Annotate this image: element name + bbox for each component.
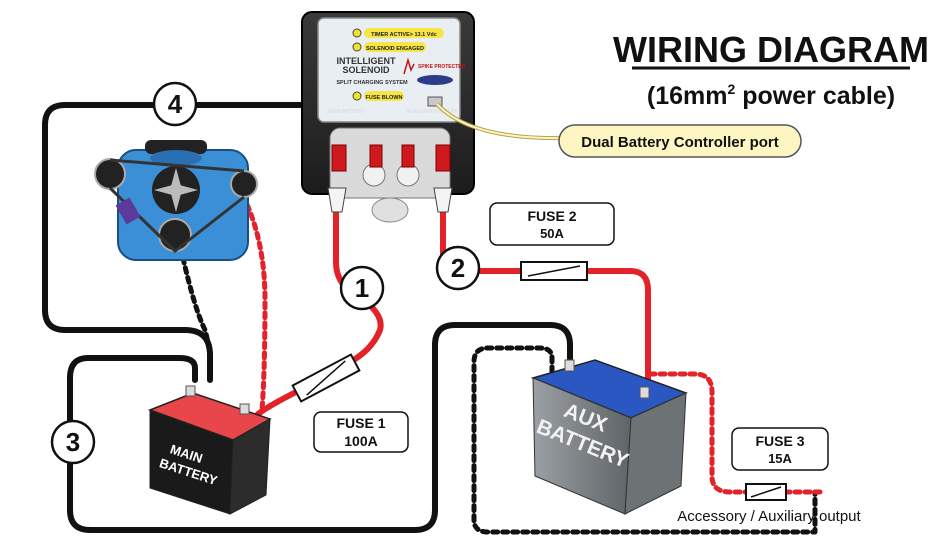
main-battery: MAIN BATTERY: [147, 385, 272, 515]
aux-battery-post-negative: [564, 359, 575, 372]
led-fuse-blown: FUSE BLOWN: [352, 91, 404, 101]
terminal-boot-right: [435, 144, 451, 172]
fuse-2-label: FUSE 2 50A: [489, 202, 615, 246]
lug-right: [433, 187, 453, 213]
engine-intake: [150, 150, 202, 166]
port-callout: Dual Battery Controller port: [435, 102, 802, 158]
battery-controller: TIMER ACTIVE> 13.1 Vdc SOLENOID ENGAGED …: [301, 11, 475, 223]
air-filter: [145, 140, 207, 154]
callout-1: 1: [339, 265, 385, 311]
callout-4: 4: [152, 81, 198, 127]
callout-3: 3: [50, 419, 96, 465]
aux-ground-cable: [471, 345, 818, 535]
negative-cables: [42, 102, 818, 535]
svg-text:SOLENOID ENGAGED: SOLENOID ENGAGED: [366, 46, 424, 52]
led-timer: TIMER ACTIVE> 13.1 Vdc: [352, 28, 444, 38]
engine-ground-cable: [180, 255, 213, 383]
fuse-1-name: FUSE 1: [336, 415, 385, 431]
solenoid-bulb: [371, 197, 409, 223]
port-socket: [427, 96, 443, 107]
system-label: SPLIT CHARGING SYSTEM: [336, 80, 408, 86]
fuse-3-label: FUSE 3 15A: [731, 427, 829, 471]
fuse-1-body: [291, 353, 361, 403]
svg-text:FUSE BLOWN: FUSE BLOWN: [366, 95, 403, 101]
left-pulley: [94, 158, 126, 190]
engine: [94, 140, 258, 261]
cable-3: [67, 322, 573, 533]
alternator-cable: [240, 193, 268, 413]
fuse-3-rating: 15A: [768, 451, 792, 466]
callout-2: 2: [435, 245, 481, 291]
aux-battery-post-positive: [639, 386, 650, 399]
terminal-boot-left: [331, 144, 347, 172]
port-callout-label: Dual Battery Controller port: [581, 134, 779, 151]
terminal-boot-mid-left: [369, 144, 383, 168]
brand-line-1: INTELLIGENT: [337, 56, 396, 66]
fuse-1-label: FUSE 1 100A: [313, 411, 409, 453]
fuse-2-rating: 50A: [540, 226, 564, 241]
aux-battery-terminal-label: AUXILIARY BATTERY: [406, 109, 458, 115]
brand-logo: [417, 75, 453, 85]
callout-1-number: 1: [355, 273, 369, 303]
svg-text:TIMER ACTIVE> 13.1 Vdc: TIMER ACTIVE> 13.1 Vdc: [371, 32, 437, 38]
main-battery-post-positive: [239, 403, 250, 415]
callout-4-number: 4: [168, 89, 183, 119]
starter-motor: [115, 197, 141, 225]
accessory-cable: [647, 371, 825, 495]
aux-battery: AUX BATTERY: [530, 359, 688, 515]
crank-pulley: [158, 218, 192, 252]
main-battery-terminal-label: MAIN BATTERY: [327, 109, 365, 115]
spike-icon: [403, 57, 415, 75]
callout-2-number: 2: [451, 253, 465, 283]
fuse-2-name: FUSE 2: [527, 208, 576, 224]
terminal-boot-mid-right: [401, 144, 415, 168]
solenoid-base: [329, 127, 451, 199]
lug-left: [327, 187, 347, 213]
fuse-2-body: [520, 261, 588, 281]
callout-3-number: 3: [66, 427, 80, 457]
accessory-output-label: Accessory / Auxiliary output: [677, 508, 861, 525]
title-block: WIRING DIAGRAM (16mm2 power cable): [613, 29, 929, 110]
alternator-pulley: [230, 170, 258, 198]
title: WIRING DIAGRAM: [613, 29, 929, 70]
fan-blades: [154, 168, 198, 212]
spike-badge: SPIKE PROTECTED: [418, 64, 466, 70]
main-battery-side: [229, 418, 271, 515]
fuse-3-name: FUSE 3: [755, 433, 804, 449]
led-solenoid: SOLENOID ENGAGED: [352, 42, 426, 52]
brand-line-2: SOLENOID: [342, 65, 390, 75]
fuse-1-rating: 100A: [344, 433, 377, 449]
subtitle: (16mm2 power cable): [647, 81, 895, 110]
main-battery-post-negative: [185, 385, 196, 397]
aux-battery-side: [624, 392, 687, 515]
fuse-3-body: [745, 483, 787, 501]
